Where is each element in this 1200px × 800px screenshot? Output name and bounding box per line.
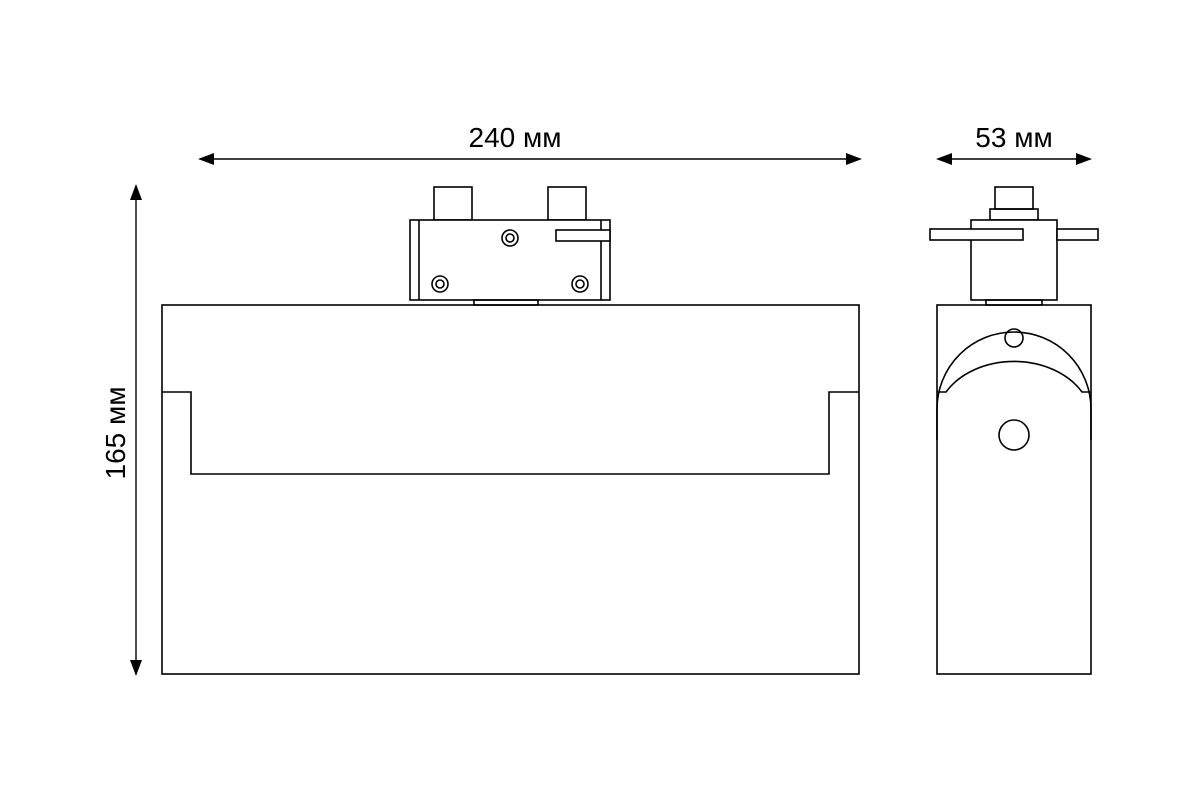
height-label: 165 мм	[100, 387, 131, 480]
side-view	[929, 186, 1099, 675]
width-label: 240 мм	[469, 122, 562, 153]
screw-icon	[571, 275, 589, 293]
side-pin-base	[989, 208, 1039, 221]
adapter-latch	[555, 229, 611, 242]
side-latch-left	[929, 228, 1024, 241]
luminaire-body-front	[161, 304, 860, 675]
luminaire-body-side	[936, 304, 1092, 675]
side-latch-right	[1056, 228, 1099, 241]
side-small-hole	[1004, 328, 1024, 348]
front-view	[161, 186, 860, 675]
side-arch-outer	[936, 331, 1092, 440]
screw-icon	[431, 275, 449, 293]
adapter-pin-right	[547, 186, 587, 221]
side-arch-inner	[937, 360, 1091, 393]
width-dimension: 240 мм	[198, 122, 862, 165]
adapter-pin-left	[433, 186, 473, 221]
body-recess-outline	[162, 391, 859, 475]
depth-label: 53 мм	[975, 122, 1052, 153]
screw-icon	[501, 229, 519, 247]
side-pin-top	[994, 186, 1034, 210]
side-pivot-hole	[998, 419, 1030, 451]
height-dimension: 165 мм	[100, 184, 142, 676]
depth-dimension: 53 мм	[936, 122, 1092, 165]
